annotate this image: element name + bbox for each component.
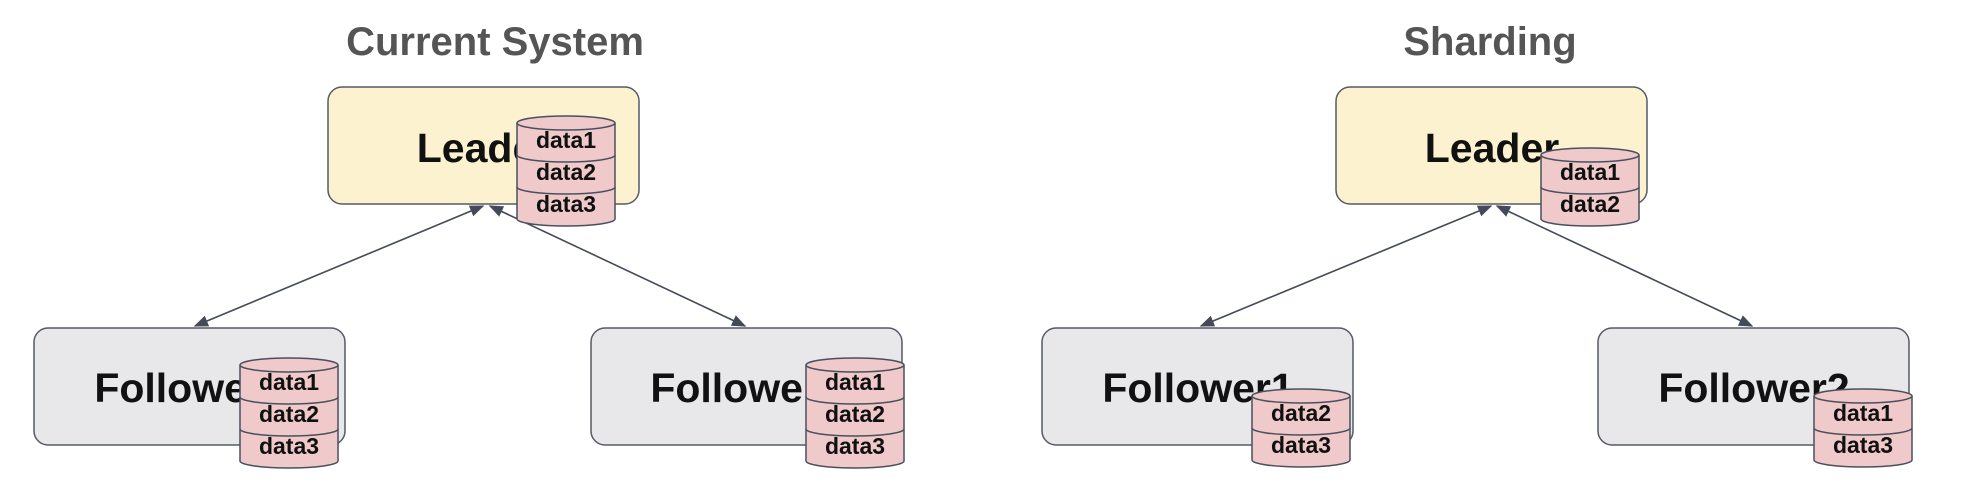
database-item-label: data2 — [1560, 191, 1620, 217]
database-item-label: data3 — [536, 191, 596, 217]
database-item-label: data1 — [1833, 400, 1893, 426]
follower2-database-icon: data1 data2 data3 — [805, 357, 905, 469]
edge-leader-follower1 — [193, 205, 485, 327]
panel-title: Sharding — [1403, 20, 1576, 64]
database-item-label: data2 — [536, 159, 596, 185]
database-item-label: data1 — [1560, 159, 1620, 185]
follower1-database-icon: data1 data2 data3 — [239, 357, 339, 469]
edge-leader-follower1 — [1199, 205, 1493, 327]
leader-database-icon: data1 data2 — [1540, 147, 1640, 227]
database-item-label: data3 — [1271, 432, 1331, 458]
database-item-label: data2 — [259, 401, 319, 427]
leader-node: Leader data1 data2 — [1335, 86, 1648, 227]
database-item-label: data3 — [259, 433, 319, 459]
leader-database-icon: data1 data2 data3 — [516, 115, 616, 227]
edge-leader-follower2 — [488, 205, 747, 327]
database-item-label: data1 — [259, 369, 319, 395]
database-item-label: data3 — [825, 433, 885, 459]
panel-title: Current System — [346, 20, 644, 64]
edge-leader-follower2 — [1495, 205, 1754, 327]
database-item-label: data1 — [536, 127, 596, 153]
database-item-label: data2 — [1271, 400, 1331, 426]
follower2-database-icon: data1 data3 — [1813, 388, 1913, 468]
database-item-label: data2 — [825, 401, 885, 427]
database-item-label: data1 — [825, 369, 885, 395]
follower1-database-icon: data2 data3 — [1251, 388, 1351, 468]
database-item-label: data3 — [1833, 432, 1893, 458]
leader-label: Leader — [1425, 125, 1559, 171]
